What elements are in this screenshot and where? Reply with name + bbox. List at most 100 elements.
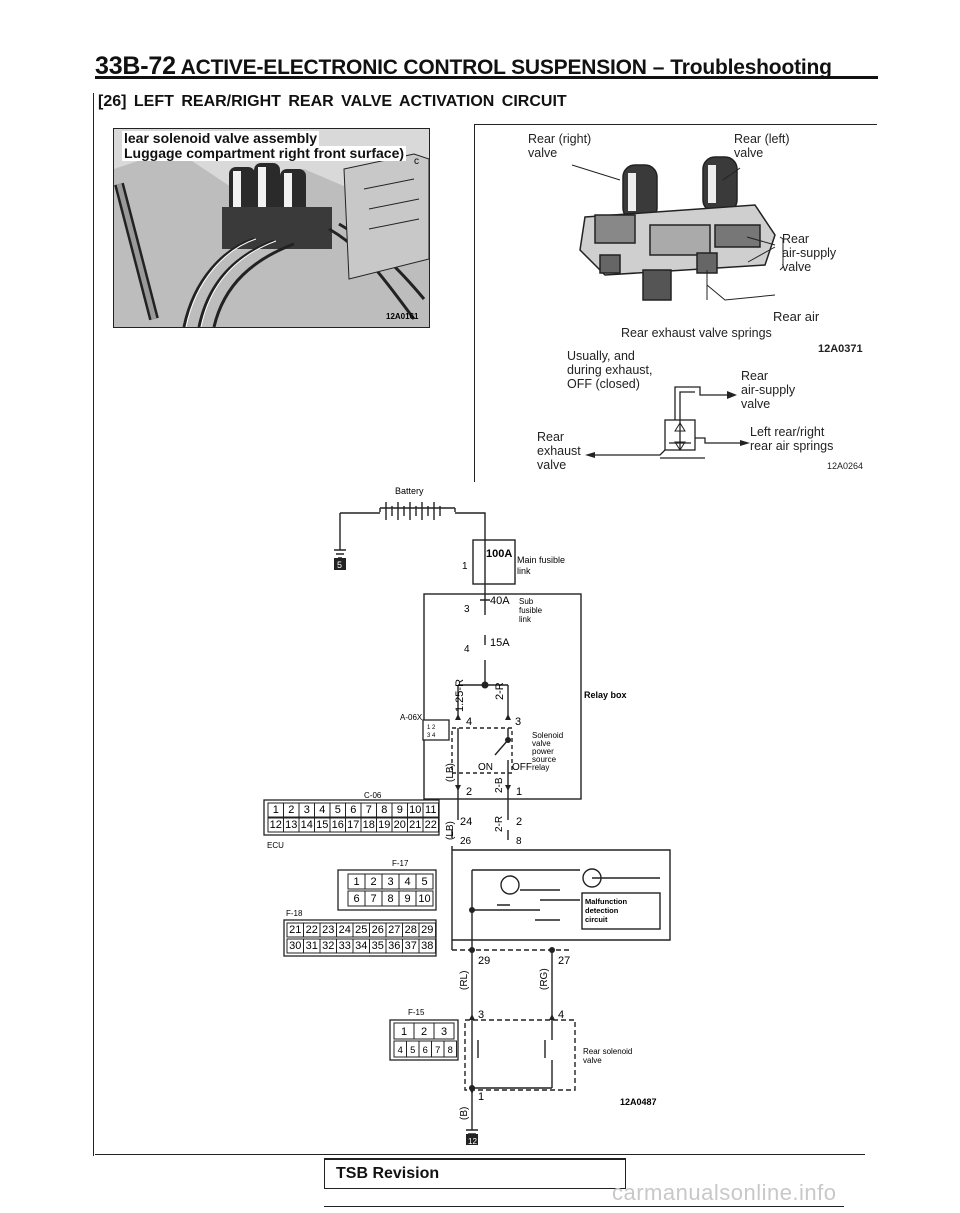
tsb-revision-label: TSB Revision: [336, 1165, 440, 1182]
springs2-label-2: rear air springs: [750, 439, 833, 453]
connector-pin-number: 1: [353, 876, 359, 888]
circuit-code: 12A0487: [620, 1097, 657, 1107]
main-fuse-num: 1: [462, 561, 468, 572]
connector-pin-number: 10: [418, 893, 430, 905]
relay-label-5: relay: [532, 763, 549, 772]
relay-off: OFF: [512, 762, 532, 773]
photo-caption-line2: Luggage compartment right front surface): [122, 145, 407, 161]
header-title: ACTIVE-ELECTRONIC CONTROL SUSPENSION: [180, 56, 647, 79]
connector-pin-number: 11: [425, 804, 436, 816]
relay-on: ON: [478, 762, 493, 773]
connector-pin-number: 35: [372, 940, 384, 952]
photo-illustration: 12A0161 c: [114, 129, 429, 327]
ecu-label: ECU: [267, 841, 284, 850]
sol-pin-1: 1: [478, 1091, 484, 1103]
wire-rg: (RG): [539, 968, 550, 990]
rear-solenoid-2: valve: [583, 1056, 602, 1065]
connector-pin-number: 1: [401, 1026, 407, 1038]
connector-pin-number: 9: [404, 893, 410, 905]
connector-pin-number: 9: [397, 804, 403, 816]
valve-code-top: 12A0371: [818, 343, 863, 355]
exhaust-label-1: Rear: [537, 430, 564, 444]
footer-rule-bottom: [324, 1206, 844, 1207]
rear-right-valve-2: valve: [528, 146, 557, 160]
ecu-pin-27: 27: [558, 955, 570, 967]
connector-pin-number: 12: [270, 819, 282, 831]
connector-pin-number: 2: [288, 804, 294, 816]
wire-125r: 1.25-R: [454, 679, 466, 712]
connector-pin-number: 2: [370, 876, 376, 888]
relay-label-4: source: [532, 755, 557, 764]
sub-fuse-label-3: link: [519, 615, 532, 624]
left-margin-rule: [93, 93, 94, 1156]
tsb-revision-box: TSB Revision: [324, 1158, 626, 1189]
connector-pin-number: 7: [370, 893, 376, 905]
connector-pin-number: 6: [423, 1045, 428, 1055]
wire-2b: 2-B: [494, 777, 505, 793]
wire-b: (B): [459, 1107, 470, 1120]
connector-pin-number: 32: [322, 940, 334, 952]
air-supply2-label-2: air-supply: [741, 383, 796, 397]
connector-pin-cell: [418, 922, 436, 938]
footer-rule: [95, 1154, 865, 1155]
connector-pin-cell: [418, 938, 436, 954]
page-number: 33B-72: [95, 52, 176, 80]
air-supply-label-3: valve: [782, 260, 811, 274]
connector-pin-number: 5: [410, 1045, 415, 1055]
ecu-pin-2: 2: [516, 816, 522, 828]
connector-pin-number: 3: [304, 804, 310, 816]
malfunction-2: detection: [585, 906, 619, 915]
wire-2r: 2-R: [494, 682, 506, 700]
usually-label-2: during exhaust,: [567, 363, 652, 377]
connector-pin-number: 5: [421, 876, 427, 888]
fuse-amp: 15A: [490, 637, 510, 649]
sol-pin-3: 3: [478, 1009, 484, 1021]
air-supply-label-1: Rear: [782, 232, 809, 246]
connector-pin-cell: [422, 817, 439, 833]
relay-label-1: Solenoid: [532, 731, 563, 740]
ecu-pin-8: 8: [516, 836, 522, 847]
valve-diagram-panel: Rear air-supply valve Rear air Rear exha…: [474, 124, 877, 482]
f18-label: F-18: [286, 909, 303, 918]
main-fuse-label-1: Main fusible: [517, 555, 565, 565]
rear-air-label: Rear air: [773, 309, 820, 324]
connector-pin-number: 10: [409, 804, 421, 816]
connector-pin-cell: [415, 890, 434, 907]
connector-pin-number: 6: [350, 804, 356, 816]
sub-fuse-label-2: fusible: [519, 606, 543, 615]
f15-label: F-15: [408, 1008, 425, 1017]
rear-left-valve-2: valve: [734, 146, 763, 160]
connector-pin-number: 3: [441, 1026, 447, 1038]
connector-pin-number: 4: [398, 1045, 403, 1055]
photo-code: 12A0161: [386, 312, 419, 321]
connector-pin-cell: [443, 1040, 457, 1058]
rear-solenoid-1: Rear solenoid: [583, 1047, 632, 1056]
connector-pin-number: 18: [363, 819, 375, 831]
wire-lb2: (LB): [445, 821, 456, 840]
relay-pin-4: 4: [466, 716, 472, 728]
ecu-pin-24: 24: [460, 816, 472, 828]
a06x-pins-1: 1 2: [427, 725, 436, 731]
connector-pin-number: 3: [387, 876, 393, 888]
malfunction-3: circuit: [585, 915, 608, 924]
header-subtitle: Troubleshooting: [670, 56, 832, 79]
connector-pin-number: 24: [339, 924, 351, 936]
connector-pin-number: 13: [285, 819, 297, 831]
connector-pin-number: 5: [335, 804, 341, 816]
wire-lb: (LB): [445, 763, 456, 782]
page-header: 33B-72 ACTIVE-ELECTRONIC CONTROL SUSPENS…: [95, 52, 832, 81]
connector-pin-number: 27: [388, 924, 400, 936]
sub-fuse-label-1: Sub: [519, 597, 534, 606]
section-title: [26] LEFT REAR/RIGHT REAR VALVE ACTIVATI…: [98, 93, 567, 110]
connector-pin-number: 31: [306, 940, 318, 952]
main-fuse-label-2: link: [517, 566, 531, 576]
ecu-pin-29: 29: [478, 955, 490, 967]
connector-pin-number: 7: [435, 1045, 440, 1055]
malfunction-1: Malfunction: [585, 897, 627, 906]
connector-pin-cell: [433, 1022, 455, 1040]
connector-pin-number: 17: [347, 819, 359, 831]
connector-pin-number: 29: [421, 924, 433, 936]
